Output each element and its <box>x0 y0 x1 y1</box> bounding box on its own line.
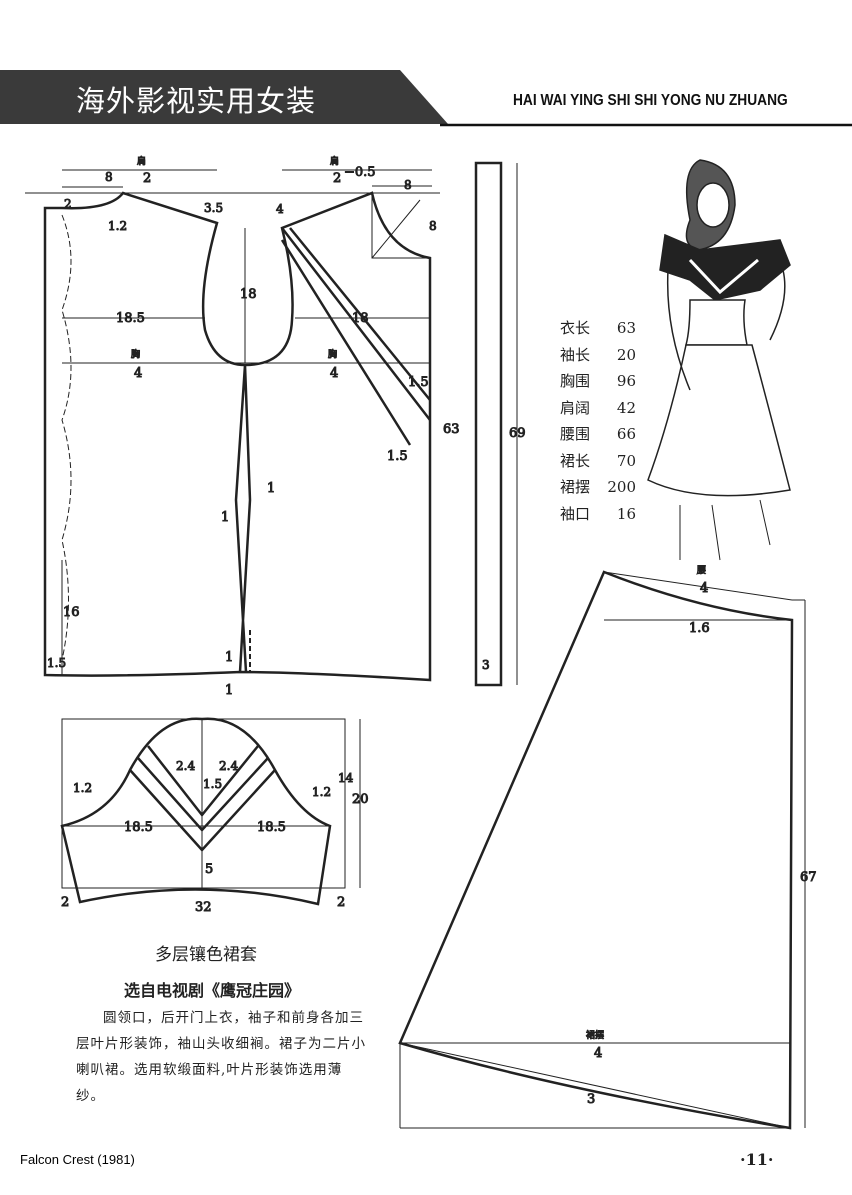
shoulder-half-num: 肩 <box>137 155 146 167</box>
measurement-value: 70 <box>616 451 636 470</box>
measurement-row: 衣长 63 <box>560 315 636 342</box>
strip-width-label: 3 <box>482 658 490 672</box>
section-title: 海外影视实用女装 <box>76 84 317 118</box>
sleeve-label: 2 <box>61 895 69 910</box>
waist-num: 腰 <box>697 565 706 576</box>
skirt-label: 3 <box>587 1092 595 1107</box>
bodice-label: 1.5 <box>47 656 66 670</box>
measurement-row: 袖口 16 <box>560 501 636 528</box>
caption-title: 多层镶色裙套 <box>155 945 257 965</box>
bodice-label-8: 8 <box>105 170 113 184</box>
bodice-label: 16 <box>63 605 80 620</box>
bodice-label: 1 <box>225 650 233 665</box>
measurement-table: 衣长 63 袖长 20 胸围 96 肩阔 42 腰围 66 裙长 70 裙摆 200 袖口 16 <box>560 315 636 527</box>
bodice-length-label: 63 <box>443 422 460 437</box>
chest-right-num: 胸 <box>328 348 337 360</box>
measurement-name: 袖口 <box>560 504 591 523</box>
sleeve-label: 18.5 <box>257 820 286 835</box>
bodice-label: 18.5 <box>116 311 145 326</box>
measurement-value: 42 <box>616 398 636 417</box>
bodice-label: 18 <box>352 311 369 326</box>
sleeve-label: 1.2 <box>312 785 331 799</box>
skirt-label: 1.6 <box>689 621 710 636</box>
shoulder-half-minus-suffix: −0.5 <box>344 165 376 180</box>
dress-illustration <box>647 159 791 561</box>
bodice-label: 1 <box>267 481 275 496</box>
measurement-value: 63 <box>616 319 636 337</box>
measurement-name: 裙摆 <box>560 478 591 496</box>
measurement-name: 衣长 <box>560 319 591 337</box>
strip-length-label: 69 <box>509 426 526 441</box>
armhole-depth-label: 18 <box>240 287 257 302</box>
sleeve-label: 2 <box>337 895 345 910</box>
sleeve-pattern: 2.4 2.4 1.5 1.2 1.2 14 20 18.5 18.5 5 2 … <box>60 717 369 916</box>
measurement-row: 袖长 20 <box>560 342 636 369</box>
measurement-value: 200 <box>607 478 636 496</box>
measurement-value: 66 <box>616 425 636 443</box>
measurement-name: 肩阔 <box>560 398 591 417</box>
bodice-label: 2 <box>64 197 72 211</box>
skirt-pattern: 腰 4 1.6 67 裙摆 4 3 <box>398 565 817 1130</box>
caption-block: 多层镶色裙套 选自电视剧《鹰冠庄园》 圆领口，后开门上衣，袖子和前身各加三层叶片… <box>76 940 366 1109</box>
measurement-value: 96 <box>616 372 636 390</box>
chest-left-num: 胸 <box>131 348 140 360</box>
sleeve-cap-height: 14 <box>338 771 354 785</box>
shoulder-half-minus-num: 肩 <box>330 155 339 167</box>
waist-den: 4 <box>700 581 708 596</box>
measurement-value: 16 <box>616 504 636 523</box>
sleeve-label: 2.4 <box>176 759 195 773</box>
bodice-label: 1 <box>221 510 229 525</box>
sleeve-label: 1.5 <box>203 777 222 791</box>
measurement-row: 裙摆 200 <box>560 474 636 501</box>
measurement-name: 袖长 <box>560 345 591 364</box>
chest-left-den: 4 <box>134 366 142 381</box>
sleeve-label: 2.4 <box>219 759 238 773</box>
measurement-row: 胸围 96 <box>560 368 636 395</box>
sleeve-length: 20 <box>352 792 369 807</box>
sleeve-label: 5 <box>205 862 213 877</box>
measurement-name: 腰围 <box>560 425 591 443</box>
hem-den: 4 <box>594 1046 602 1061</box>
bodice-label: 8 <box>429 219 437 233</box>
sleeve-cuff-width: 32 <box>195 900 212 915</box>
sleeve-label: 18.5 <box>124 820 153 835</box>
page-number: ·11· <box>740 1150 774 1169</box>
chest-right-den: 4 <box>330 366 338 381</box>
caption-body: 圆领口，后开门上衣，袖子和前身各加三层叶片形装饰，袖山头收细裥。裙子为二片小喇叭… <box>76 1010 366 1104</box>
header-banner <box>0 70 852 127</box>
section-title-pinyin: HAI WAI YING SHI SHI YONG NU ZHUANG <box>513 92 788 109</box>
bodice-label: 1.2 <box>108 219 127 233</box>
caption-subtitle: 选自电视剧《鹰冠庄园》 <box>124 981 301 1000</box>
sleeve-label: 1.2 <box>73 781 92 795</box>
facing-strip-pattern: 69 3 <box>474 161 526 687</box>
shoulder-half-den: 2 <box>143 171 151 186</box>
measurement-value: 20 <box>616 345 636 364</box>
measurement-name: 胸围 <box>560 372 591 390</box>
bodice-label: 1.5 <box>387 449 408 464</box>
bodice-label: 4 <box>276 202 284 216</box>
measurement-name: 裙长 <box>560 451 591 470</box>
bodice-label: 3.5 <box>204 201 223 215</box>
bodice-label: 8 <box>404 178 412 192</box>
measurement-row: 裙长 70 <box>560 448 636 475</box>
skirt-length: 67 <box>800 870 817 885</box>
bodice-label: 1 <box>225 683 233 698</box>
bodice-pattern: 8 肩 2 2 1.2 3.5 4 肩 2 −0.5 8 8 18 18.5 1… <box>25 155 460 699</box>
measurement-row: 肩阔 42 <box>560 395 636 422</box>
hem-num: 裙摆 <box>586 1029 604 1041</box>
source-note: Falcon Crest (1981) <box>20 1152 135 1167</box>
bodice-label: 1.5 <box>408 375 429 390</box>
shoulder-half-minus-den: 2 <box>333 171 341 186</box>
measurement-row: 腰围 66 <box>560 421 636 448</box>
